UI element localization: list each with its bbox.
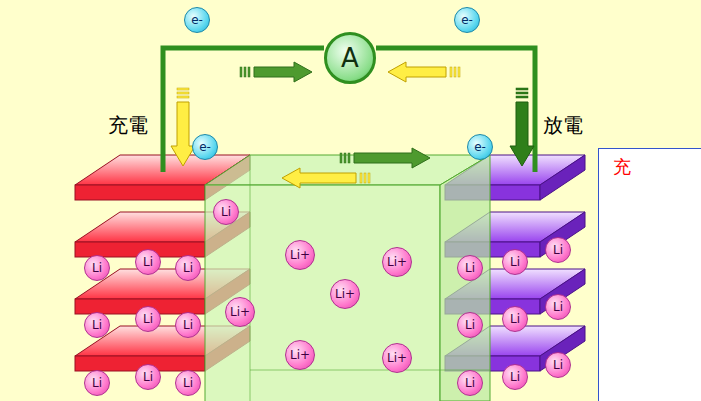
electron-circle: e- xyxy=(192,134,218,160)
lithium-ion: Li+ xyxy=(382,247,412,277)
lithium-atom: Li xyxy=(502,306,528,332)
lithium-atom: Li xyxy=(175,255,201,281)
node-text: Li xyxy=(510,255,520,269)
node-text: Li+ xyxy=(387,255,407,269)
node-text: Li xyxy=(510,312,520,326)
node-text: Li xyxy=(465,261,475,275)
node-text: e- xyxy=(199,140,211,154)
lithium-atom: Li xyxy=(135,364,161,390)
node-text: 充 xyxy=(613,155,631,179)
node-text: Li+ xyxy=(335,287,355,301)
lithium-atom: Li xyxy=(457,255,483,281)
node-text: Li xyxy=(510,370,520,384)
electron-circle: e- xyxy=(184,7,210,33)
lithium-atom: Li xyxy=(545,294,571,320)
node-text: e- xyxy=(474,140,486,154)
node-text: Li xyxy=(553,300,563,314)
direction-label: 充電 xyxy=(108,112,148,139)
node-text: Li xyxy=(92,376,102,390)
lithium-atom: Li xyxy=(175,370,201,396)
node-text: Li+ xyxy=(290,348,310,362)
lithium-atom: Li xyxy=(502,364,528,390)
note-panel: 充 xyxy=(598,148,701,401)
node-text: Li xyxy=(465,318,475,332)
node-text: Li xyxy=(143,370,153,384)
lithium-atom: Li xyxy=(175,312,201,338)
lithium-atom: Li xyxy=(135,249,161,275)
lithium-atom: Li xyxy=(213,199,239,225)
node-text: Li xyxy=(183,318,193,332)
node-text: Li+ xyxy=(387,351,407,365)
direction-label: 放電 xyxy=(543,112,583,139)
node-text: e- xyxy=(461,13,473,27)
lithium-atom: Li xyxy=(545,352,571,378)
node-text: Li xyxy=(465,376,475,390)
lithium-atom: Li xyxy=(545,237,571,263)
lithium-ion: Li+ xyxy=(330,279,360,309)
lithium-atom: Li xyxy=(84,312,110,338)
node-text: Li xyxy=(553,358,563,372)
node-text: e- xyxy=(191,13,203,27)
node-text: Li xyxy=(143,255,153,269)
lithium-atom: Li xyxy=(457,312,483,338)
lithium-atom: Li xyxy=(457,370,483,396)
node-text: Li xyxy=(183,261,193,275)
lithium-atom: Li xyxy=(84,255,110,281)
lithium-atom: Li xyxy=(135,306,161,332)
ammeter-circle: A xyxy=(324,32,376,84)
node-text: A xyxy=(341,43,359,73)
node-text: Li xyxy=(553,243,563,257)
lithium-atom: Li xyxy=(84,370,110,396)
node-text: Li+ xyxy=(230,305,250,319)
lithium-ion: Li+ xyxy=(225,297,255,327)
lithium-ion: Li+ xyxy=(285,240,315,270)
electron-circle: e- xyxy=(454,7,480,33)
node-text: Li xyxy=(143,312,153,326)
node-text: Li xyxy=(92,261,102,275)
electrolyte-box xyxy=(205,155,490,401)
node-text: Li xyxy=(92,318,102,332)
lithium-ion: Li+ xyxy=(285,340,315,370)
node-text: Li xyxy=(221,205,231,219)
lithium-ion: Li+ xyxy=(382,343,412,373)
node-text: Li+ xyxy=(290,248,310,262)
node-text: Li xyxy=(183,376,193,390)
electron-circle: e- xyxy=(467,134,493,160)
lithium-atom: Li xyxy=(502,249,528,275)
